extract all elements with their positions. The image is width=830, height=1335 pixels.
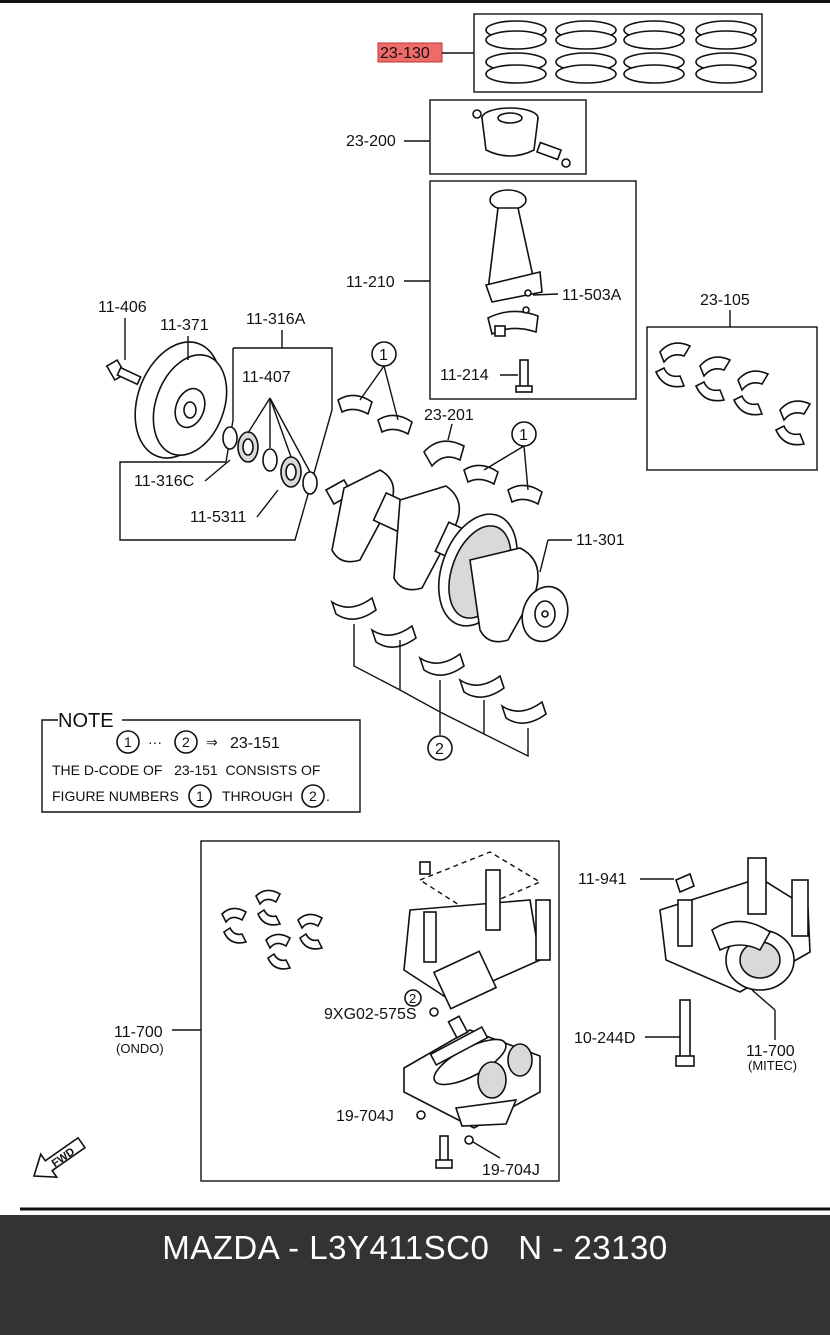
label-11-700-mitec[interactable]: 11-700 [746, 1043, 795, 1060]
note-title: NOTE [58, 710, 114, 732]
label-mitec-sub: (MITEC) [748, 1058, 797, 1073]
svg-text:23-151: 23-151 [230, 735, 280, 752]
label-9xg02[interactable]: 9XG02-575S [324, 1006, 417, 1023]
label-23-200[interactable]: 23-200 [346, 133, 396, 150]
circle-ref-1-a[interactable]: 1 [371, 341, 397, 367]
label-11-214[interactable]: 11-214 [440, 367, 489, 384]
svg-text:2: 2 [409, 991, 416, 1006]
top-border [0, 0, 830, 3]
label-11-700-ondo[interactable]: 11-700 [114, 1024, 163, 1041]
svg-text:2: 2 [435, 741, 444, 758]
label-11-316c[interactable]: 11-316C [134, 473, 194, 490]
label-11-371[interactable]: 11-371 [160, 317, 209, 334]
crank-pulley-group [105, 341, 333, 541]
connecting-rod [429, 180, 637, 400]
piston [429, 99, 587, 175]
footer-part-number: MAZDA - L3Y411SC0 N - 23130 [162, 1229, 668, 1266]
thrust-bearings [646, 326, 818, 471]
thrust-bearing-23-201 [423, 423, 465, 468]
label-11-316a[interactable]: 11-316A [246, 311, 306, 328]
crankshaft [324, 469, 569, 643]
label-11-406[interactable]: 11-406 [98, 299, 147, 316]
footer-bar: MAZDA - L3Y411SC0 N - 23130 [0, 1215, 830, 1335]
svg-text:1: 1 [196, 788, 204, 804]
label-11-503a[interactable]: 11-503A [562, 287, 622, 304]
label-23-201[interactable]: 23-201 [424, 407, 474, 424]
circle-ref-1-b[interactable]: 1 [511, 421, 537, 447]
parts-diagram: 23-130 23-200 11-210 11-503A 11-214 [20, 13, 830, 1211]
oil-pump-ondo [200, 840, 560, 1182]
label-11-301[interactable]: 11-301 [576, 532, 625, 549]
svg-text:2: 2 [182, 734, 190, 750]
svg-text:FIGURE NUMBERS: FIGURE NUMBERS [52, 788, 179, 804]
label-ondo-sub: (ONDO) [116, 1041, 164, 1056]
label-19-704j-a[interactable]: 19-704J [336, 1108, 394, 1125]
lower-main-bearings [330, 596, 547, 758]
upper-main-bearings [337, 365, 543, 506]
svg-text:⇒: ⇒ [206, 734, 218, 750]
label-23-130[interactable]: 23-130 [380, 45, 430, 62]
svg-text:···: ··· [148, 734, 162, 750]
note-box: NOTE 1 ··· 2 ⇒ 23-151 THE D-CODE OF 23-1… [41, 710, 361, 813]
label-11-210[interactable]: 11-210 [346, 274, 395, 291]
label-19-704j-b[interactable]: 19-704J [482, 1162, 540, 1179]
svg-text:1: 1 [519, 427, 528, 444]
svg-text:1: 1 [124, 734, 132, 750]
label-11-407[interactable]: 11-407 [242, 369, 291, 386]
svg-text:2: 2 [309, 788, 317, 804]
label-23-105[interactable]: 23-105 [700, 292, 750, 309]
circle-ref-2-small[interactable]: 2 [404, 989, 422, 1007]
label-10-244d[interactable]: 10-244D [574, 1030, 635, 1047]
piston-ring-set [473, 13, 763, 93]
circle-ref-2[interactable]: 2 [427, 735, 453, 761]
svg-text:.: . [326, 788, 330, 804]
label-11-5311[interactable]: 11-5311 [190, 509, 246, 526]
label-11-941[interactable]: 11-941 [578, 871, 627, 888]
forward-arrow-icon: FWD [32, 1136, 87, 1179]
note-line-2: THE D-CODE OF 23-151 CONSISTS OF [52, 762, 320, 778]
svg-text:1: 1 [379, 347, 388, 364]
oil-pump-mitec [659, 857, 811, 1067]
svg-text:THROUGH: THROUGH [222, 788, 293, 804]
